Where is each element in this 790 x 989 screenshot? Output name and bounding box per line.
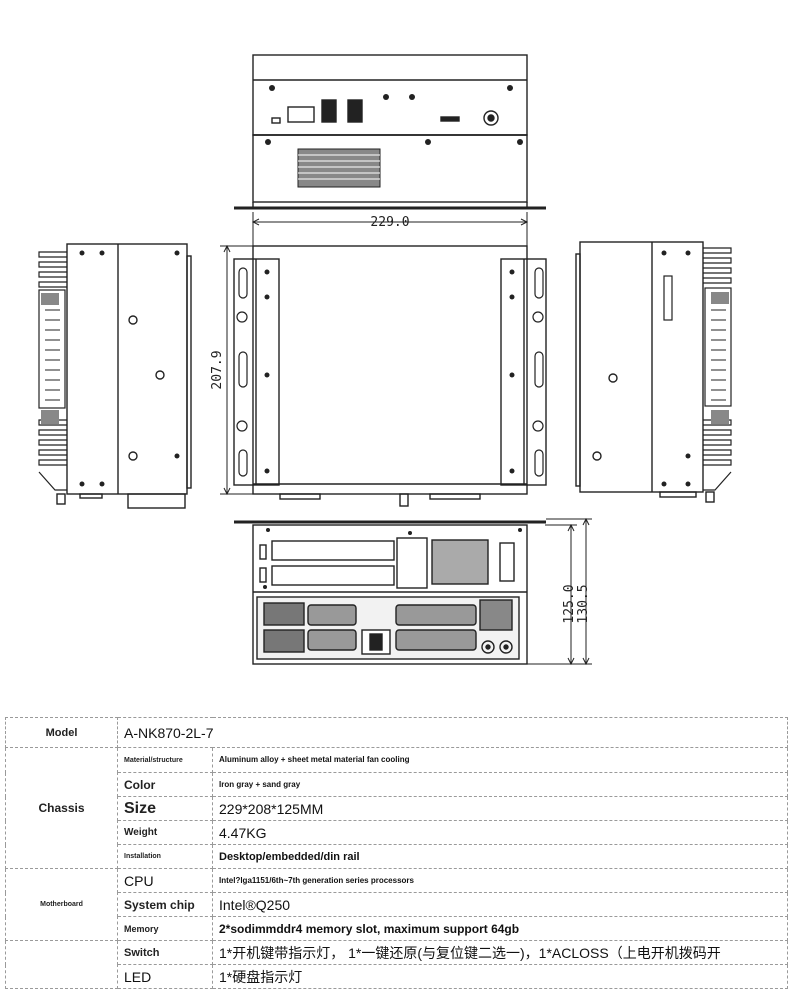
spec-value: 229*208*125MM <box>212 796 788 821</box>
right-side-view <box>575 241 732 503</box>
spec-row: Chassis Material/structure Aluminum allo… <box>5 747 788 869</box>
io-group-label <box>5 940 118 989</box>
spec-row: Installation Desktop/embedded/din rail <box>6 844 788 869</box>
spec-key: Memory <box>117 916 213 941</box>
io-panel-view <box>234 520 546 665</box>
depth-dimension-label: 207.9 <box>210 350 225 389</box>
spec-row: LED 1*硬盘指示灯 <box>6 964 788 989</box>
height-outer-dimension-label: 130.5 <box>576 584 591 623</box>
spec-key: Color <box>117 772 213 797</box>
height-inner-dimension-label: 125.0 <box>562 584 577 623</box>
spec-value: 1*开机键带指示灯， 1*一键还原(与复位键二选一)，1*ACLOSS（上电开机… <box>212 940 788 965</box>
front-view <box>233 245 547 507</box>
spec-value: Intel?lga1151/6th~7th generation series … <box>212 868 788 893</box>
spec-key: LED <box>117 964 213 989</box>
spec-key: Installation <box>117 844 213 869</box>
spec-key: CPU <box>117 868 213 893</box>
spec-value: Iron gray + sand gray <box>212 772 788 797</box>
spec-row: System chip Intel®Q250 <box>6 892 788 917</box>
spec-value: 4.47KG <box>212 820 788 845</box>
width-dimension-label: 229.0 <box>370 215 409 230</box>
chassis-group-label: Chassis <box>5 747 118 869</box>
spec-key: Switch <box>117 940 213 965</box>
spec-row-model: Model A-NK870-2L-7 <box>5 717 788 748</box>
spec-key: Weight <box>117 820 213 845</box>
spec-key: Size <box>117 796 213 821</box>
spec-row: Size 229*208*125MM <box>6 796 788 821</box>
spec-row: Weight 4.47KG <box>6 820 788 845</box>
spec-row: Color Iron gray + sand gray <box>6 772 788 797</box>
spec-value: 2*sodimmddr4 memory slot, maximum suppor… <box>212 916 788 941</box>
spec-value: Desktop/embedded/din rail <box>212 844 788 869</box>
spec-table: Model A-NK870-2L-7 Chassis Material/stru… <box>5 717 788 989</box>
spec-key: Material/structure <box>117 747 213 773</box>
spec-value: Intel®Q250 <box>212 892 788 917</box>
spec-row: Motherboard CPU Intel?lga1151/6th~7th ge… <box>5 868 788 941</box>
spec-row: Memory 2*sodimmddr4 memory slot, maximum… <box>6 916 788 941</box>
technical-drawing: 229.0 207.9 125.0 130.5 <box>38 54 732 666</box>
spec-value: 1*硬盘指示灯 <box>212 964 788 989</box>
motherboard-group-label: Motherboard <box>5 868 118 941</box>
model-label: Model <box>5 717 118 748</box>
spec-row: Switch 1*开机键带指示灯， 1*一键还原(与复位键二选一)，1*ACLO… <box>5 940 788 989</box>
top-view <box>234 54 546 210</box>
model-value: A-NK870-2L-7 <box>117 717 788 748</box>
spec-value: Aluminum alloy + sheet metal material fa… <box>212 747 788 773</box>
spec-key: System chip <box>117 892 213 917</box>
left-side-view <box>38 243 192 509</box>
